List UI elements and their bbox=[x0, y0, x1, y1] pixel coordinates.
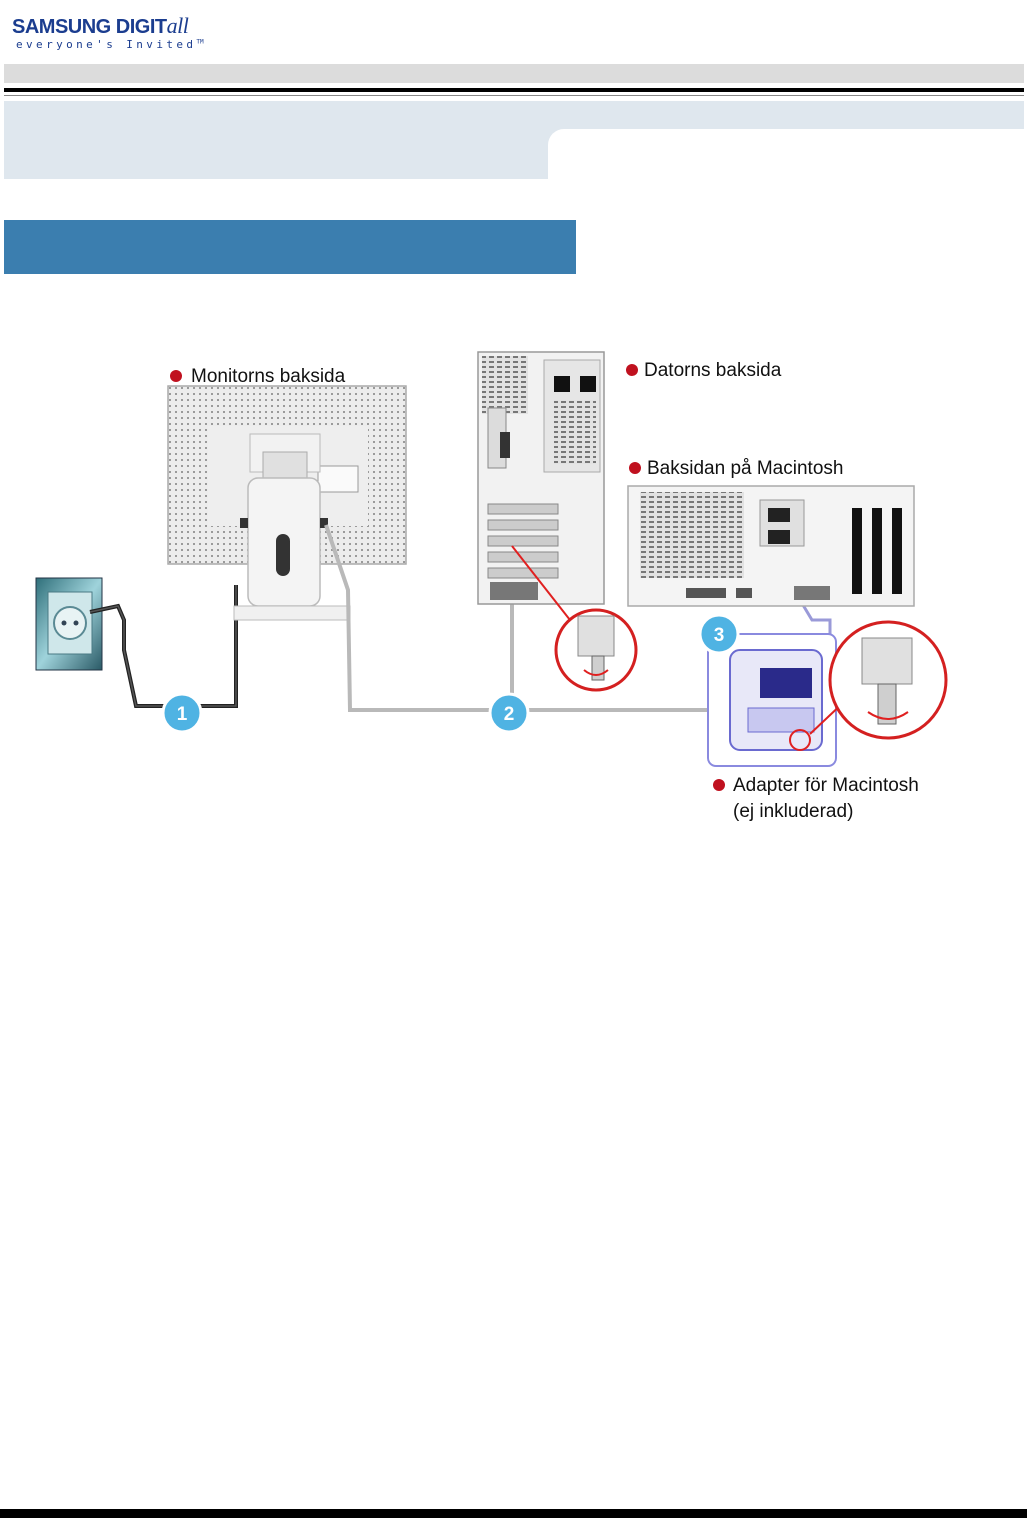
computer-tower-back bbox=[477, 351, 605, 605]
label-computer-back: Datorns baksida bbox=[644, 360, 782, 381]
step-number-3: 3 bbox=[714, 625, 725, 646]
section-header-tab bbox=[548, 129, 1024, 181]
bullet-icon bbox=[713, 779, 725, 791]
pc-connector-zoom bbox=[511, 545, 638, 692]
wall-socket bbox=[35, 577, 103, 671]
step-number-2: 2 bbox=[504, 704, 515, 725]
step-badge-3: 3 bbox=[698, 613, 740, 655]
step-number-1: 1 bbox=[177, 704, 188, 725]
bullet-icon bbox=[626, 364, 638, 376]
header-band bbox=[4, 64, 1024, 83]
connection-diagram: 1 2 3 Monitorns baksida Datorns baksida … bbox=[35, 351, 948, 822]
logo-tm: TM bbox=[196, 38, 204, 46]
macintosh-back bbox=[627, 485, 915, 607]
bullet-icon bbox=[629, 462, 641, 474]
title-bar bbox=[4, 220, 576, 274]
label-adapter-line1: Adapter för Macintosh bbox=[733, 775, 919, 796]
signal-cable bbox=[324, 524, 710, 712]
bullet-icon bbox=[170, 370, 182, 382]
footer-rule bbox=[0, 1509, 1027, 1518]
signal-cable-mac bbox=[798, 599, 832, 638]
monitor-back bbox=[167, 385, 407, 621]
step-badge-2: 2 bbox=[488, 692, 530, 734]
header-rule bbox=[4, 88, 1024, 92]
logo-all: all bbox=[166, 13, 189, 38]
power-cable bbox=[89, 585, 238, 708]
mac-adapter-panel bbox=[707, 620, 948, 767]
logo-tagline: everyone's Invited bbox=[16, 38, 197, 51]
label-mac-back: Baksidan på Macintosh bbox=[647, 458, 843, 479]
samsung-logo: SAMSUNG DIGITall everyone's InvitedTM bbox=[6, 6, 204, 56]
label-monitor-back: Monitorns baksida bbox=[191, 366, 346, 387]
header-thin-rule bbox=[4, 95, 1024, 96]
step-badge-1: 1 bbox=[161, 692, 203, 734]
label-adapter-line2: (ej inkluderad) bbox=[733, 801, 853, 822]
logo-wordmark: SAMSUNG DIGIT bbox=[12, 16, 167, 38]
